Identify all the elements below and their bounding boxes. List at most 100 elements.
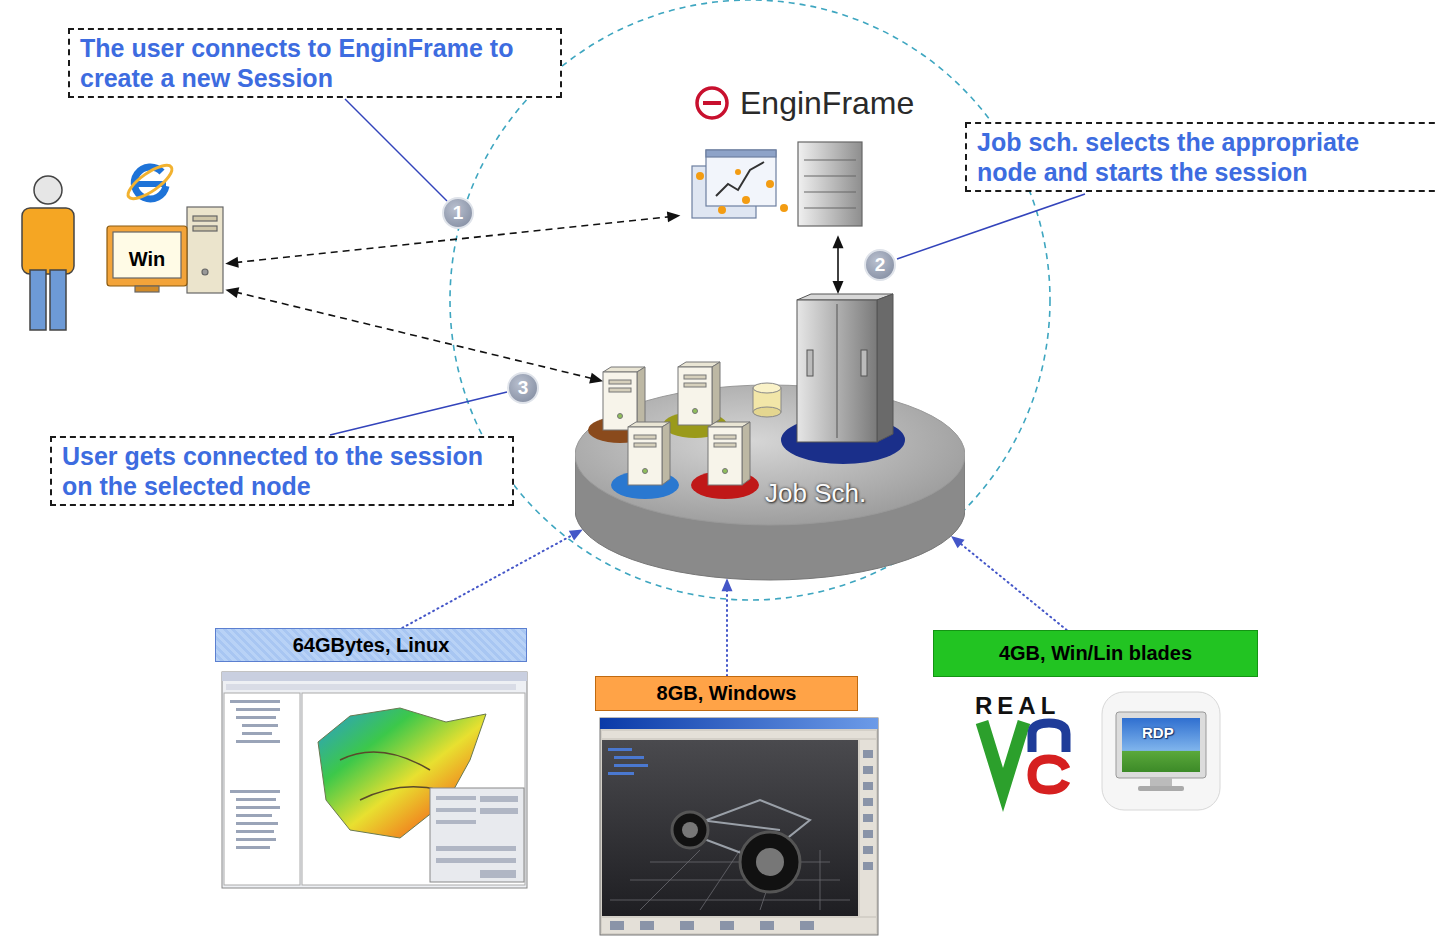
platform-shape-part <box>708 422 750 485</box>
illustration-part-part-part <box>230 700 280 703</box>
platform-shape-part <box>603 367 645 430</box>
platform-shape-part-part <box>742 422 750 485</box>
illustration-part <box>1102 692 1220 810</box>
spec-text: 4GB, Win/Lin blades <box>999 642 1192 665</box>
illustration-part-part-part <box>236 838 276 841</box>
connector <box>833 235 844 294</box>
arrowhead <box>667 211 681 222</box>
illustration-part-part-part <box>700 820 780 830</box>
platform-shape-part-part <box>723 469 728 474</box>
illustration-part-part-part <box>630 880 840 881</box>
illustration-part-part <box>22 208 74 274</box>
platform-shape-part-part <box>837 304 838 438</box>
illustration-part-part <box>682 822 698 838</box>
illustration-part-part-part <box>236 806 280 809</box>
platform-shape-part-part <box>637 367 645 430</box>
platform-shape-part-part <box>609 380 631 384</box>
illustration-part <box>692 150 776 218</box>
illustration-part-part <box>602 740 858 916</box>
illustration-part-part-part <box>236 798 276 801</box>
platform-shape-part-part <box>662 422 670 485</box>
illustration-part-part <box>222 672 527 681</box>
platform-label: Job Sch. <box>765 478 965 508</box>
platform-shape-part-part <box>753 407 781 417</box>
illustration-part-part-part <box>610 900 850 901</box>
illustration-part-part-part <box>863 766 873 774</box>
callout-text: The user connects to EnginFrame to creat… <box>80 33 550 93</box>
platform-shape-part-part <box>678 367 712 425</box>
arrowhead <box>833 281 844 294</box>
illustration-part <box>716 162 764 196</box>
illustration-part <box>798 142 862 226</box>
illustration-part-part-part <box>480 808 518 814</box>
illustration-part-part-part <box>863 750 873 758</box>
illustration-part <box>124 160 177 205</box>
illustration-part-part <box>804 175 856 176</box>
illustration-part-part-part <box>760 921 774 930</box>
illustration-part <box>982 722 1024 790</box>
illustration-part-part <box>602 731 876 738</box>
illustration-part-part <box>804 207 856 208</box>
illustration-part-part-part <box>436 846 516 851</box>
platform-shape-part-part <box>618 414 623 419</box>
illustration-part-part-part <box>236 846 270 849</box>
illustration-part-part <box>187 207 223 293</box>
illustration-part <box>600 718 878 935</box>
vnc-logo-text: REAL <box>975 692 1060 720</box>
callout-number-text: 2 <box>875 254 886 276</box>
illustration-part-part <box>430 788 524 882</box>
callout-box: User gets connected to the session on th… <box>50 436 514 506</box>
arrowhead <box>225 257 239 268</box>
illustration-part-part <box>602 918 876 933</box>
illustration-part-part <box>860 740 876 916</box>
illustration-part-part <box>798 142 862 226</box>
callout-text: Job sch. selects the appropriate node an… <box>977 127 1397 187</box>
illustration-part-part-part <box>436 796 476 800</box>
illustration-part-part-part <box>242 732 272 735</box>
illustration-part-part <box>113 232 181 278</box>
illustration-part-part <box>124 160 177 205</box>
illustration-part-part <box>302 693 525 885</box>
callout-box: Job sch. selects the appropriate node an… <box>965 122 1436 192</box>
illustration-part-part <box>696 172 704 180</box>
client-computer: Win <box>105 205 225 295</box>
illustration-part-part <box>202 269 208 275</box>
illustration-part-part-part <box>863 862 873 870</box>
illustration-part-part <box>804 159 856 160</box>
illustration-part-part <box>780 204 788 212</box>
illustration-part-part-part <box>242 724 278 727</box>
illustration-part <box>703 101 721 105</box>
callout-number: 1 <box>442 197 474 229</box>
platform-shape-part-part <box>714 435 736 439</box>
illustration-part-part-part <box>236 708 280 711</box>
illustration-part-part <box>600 718 878 935</box>
illustration-part-part <box>610 921 814 930</box>
illustration-part-part <box>193 216 217 221</box>
illustration-part-part-part <box>436 858 516 863</box>
illustration-part-part-part <box>863 846 873 854</box>
illustration-part-part <box>30 270 46 330</box>
platform-shape-part-part <box>643 469 648 474</box>
illustration-part <box>1032 759 1066 790</box>
illustration-part <box>697 88 727 118</box>
illustration-part-part-part <box>863 782 873 790</box>
illustration-part-part <box>340 752 440 800</box>
illustration-part-part-part <box>236 830 274 833</box>
connector-line <box>235 292 593 379</box>
illustration-part-part-part <box>236 814 272 817</box>
illustration-part-part-part <box>820 850 821 910</box>
illustration-part-part-part <box>436 808 476 812</box>
node-spec-tag: 4GB, Win/Lin blades <box>933 630 1258 677</box>
platform-shape-part-part <box>684 375 706 379</box>
illustration-part-part <box>672 812 708 848</box>
illustration-part-part-part <box>863 798 873 806</box>
connector-line <box>959 542 1067 630</box>
illustration-part-part-part <box>236 822 278 825</box>
illustration-part-part <box>718 206 726 214</box>
illustration-part-part <box>608 748 648 775</box>
callout-box: The user connects to EnginFrame to creat… <box>68 28 562 98</box>
illustration-part-part <box>222 672 527 888</box>
callout-number: 3 <box>507 372 539 404</box>
illustration-part-part-part <box>236 716 276 719</box>
